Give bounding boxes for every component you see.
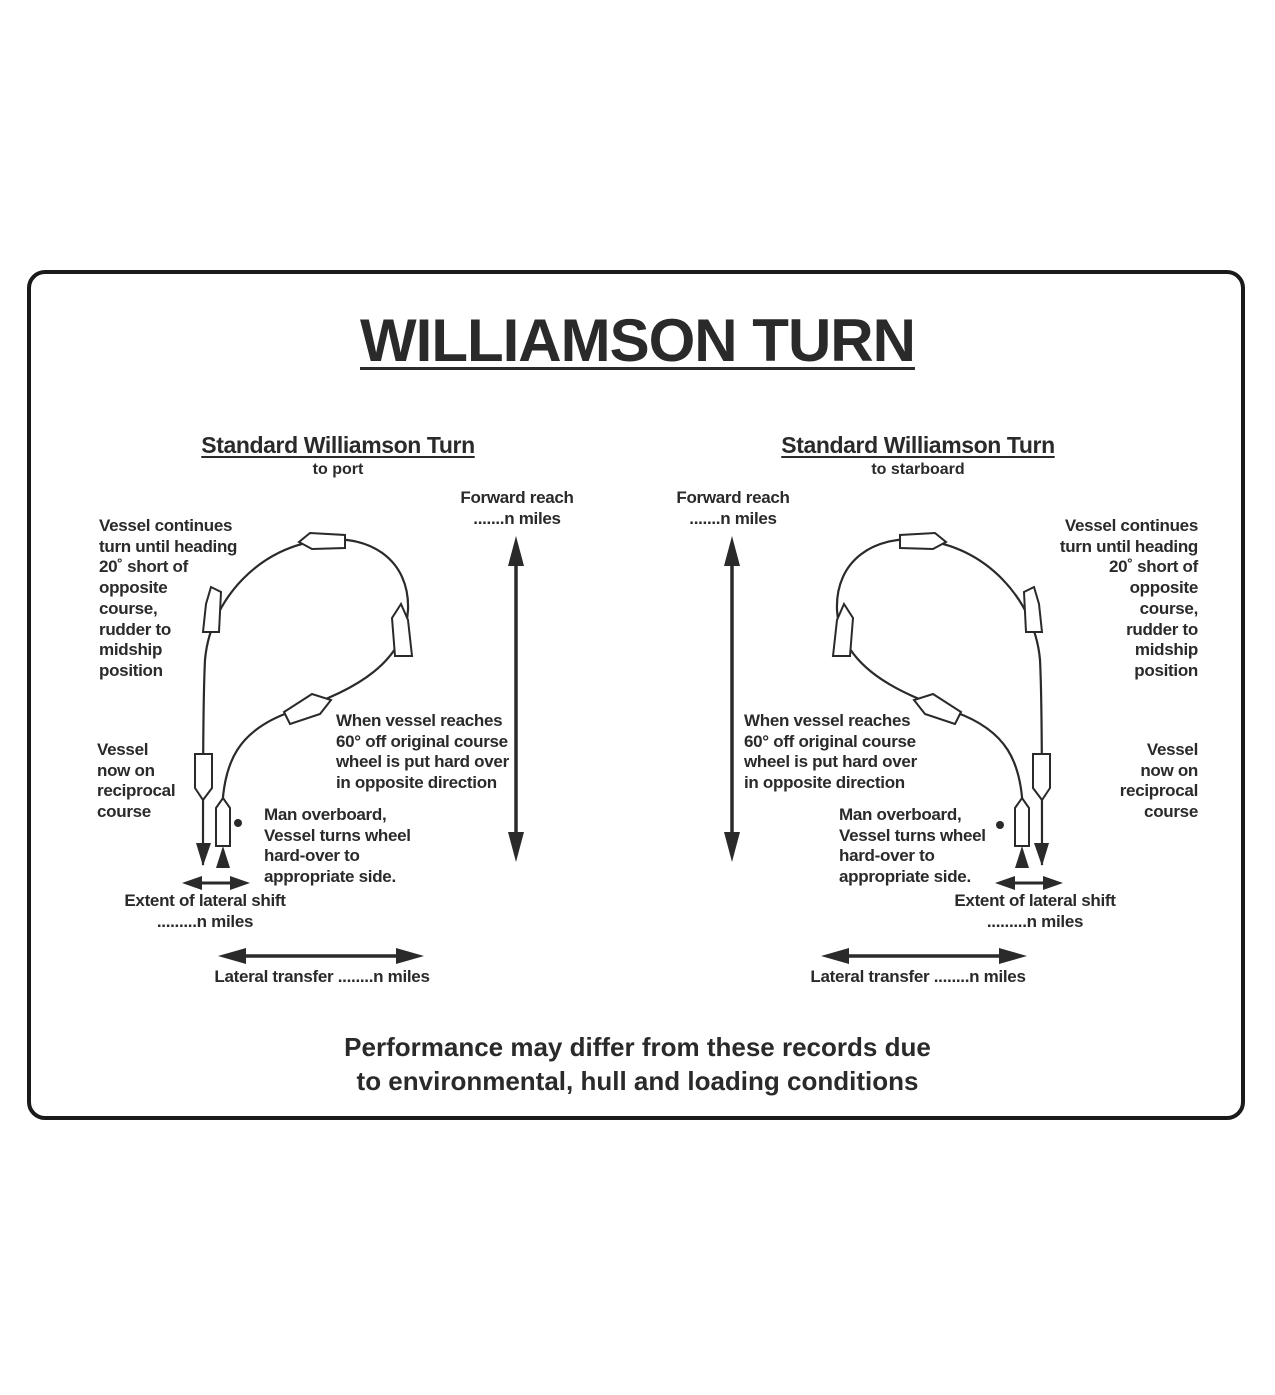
- sign-border: [27, 270, 1245, 1120]
- starboard-forward-reach-arrow: [724, 536, 740, 862]
- starboard-vessel-right-icon: [831, 601, 855, 657]
- starboard-vessel-left-icon: [1022, 585, 1044, 633]
- starboard-vessel-reciprocal-icon: [1032, 753, 1051, 802]
- port-vessel-right-icon: [390, 601, 414, 657]
- port-start-arrowhead-icon: [216, 846, 230, 868]
- port-man-overboard-label: Man overboard, Vessel turns wheel hard-o…: [264, 805, 411, 887]
- starboard-turn-path: [835, 538, 1044, 866]
- port-vessel-continues-label: Vessel continues turn until heading 20˚ …: [99, 516, 238, 680]
- port-lateral-transfer-label: Lateral transfer ........n miles: [214, 967, 430, 986]
- starboard-vessel-top-icon: [899, 531, 948, 551]
- starboard-vessel-continues-label: Vessel continues turn until heading 20˚ …: [1059, 516, 1198, 680]
- port-vessel-start-icon: [215, 796, 231, 847]
- port-forward-reach-label: Forward reach .......n miles: [460, 488, 574, 528]
- starboard-start-arrowhead-icon: [1015, 846, 1029, 868]
- port-turn-path: [201, 538, 410, 866]
- starboard-forward-reach-label: Forward reach .......n miles: [676, 488, 790, 528]
- starboard-when-reaches-label: When vessel reaches 60° off original cou…: [744, 711, 917, 793]
- port-heading-block: Standard Williamson Turn to port: [138, 432, 538, 479]
- starboard-lateral-shift-label: Extent of lateral shift .........n miles: [954, 891, 1116, 931]
- starboard-subheading: to starboard: [871, 461, 965, 478]
- starboard-man-overboard-dot-icon: [996, 821, 1004, 829]
- port-vessel-60deg-icon: [282, 692, 333, 726]
- performance-footer: Performance may differ from these record…: [344, 1032, 931, 1096]
- port-man-overboard-dot-icon: [234, 819, 242, 827]
- starboard-vessel-60deg-icon: [912, 692, 963, 726]
- starboard-reciprocal-arrowhead-icon: [1034, 843, 1049, 866]
- port-vessel-reciprocal-icon: [194, 753, 213, 802]
- starboard-vessel-start-icon: [1014, 796, 1030, 847]
- starboard-lateral-transfer-label: Lateral transfer ........n miles: [810, 967, 1026, 986]
- port-vessel-top-icon: [297, 531, 346, 551]
- port-lateral-shift-arrow: [182, 876, 250, 890]
- starboard-heading-block: Standard Williamson Turn to starboard: [718, 432, 1118, 479]
- port-heading: Standard Williamson Turn: [201, 432, 475, 458]
- starboard-reciprocal-label: Vessel now on reciprocal course: [1119, 740, 1199, 822]
- starboard-lateral-transfer-arrow: [821, 948, 1027, 964]
- port-vessel-left-icon: [201, 585, 223, 633]
- port-reciprocal-label: Vessel now on reciprocal course: [97, 740, 176, 822]
- port-lateral-transfer-arrow: [218, 948, 424, 964]
- starboard-man-overboard-label: Man overboard, Vessel turns wheel hard-o…: [839, 805, 986, 887]
- port-when-reaches-label: When vessel reaches 60° off original cou…: [336, 711, 509, 793]
- starboard-heading: Standard Williamson Turn: [781, 432, 1055, 458]
- starboard-lateral-shift-arrow: [995, 876, 1063, 890]
- port-subheading: to port: [312, 461, 364, 478]
- port-turn-diagram: [201, 538, 410, 866]
- port-reciprocal-arrowhead-icon: [196, 843, 211, 866]
- page-title: WILLIAMSON TURN: [360, 307, 916, 374]
- port-forward-reach-arrow: [508, 536, 524, 862]
- port-lateral-shift-label: Extent of lateral shift .........n miles: [124, 891, 286, 931]
